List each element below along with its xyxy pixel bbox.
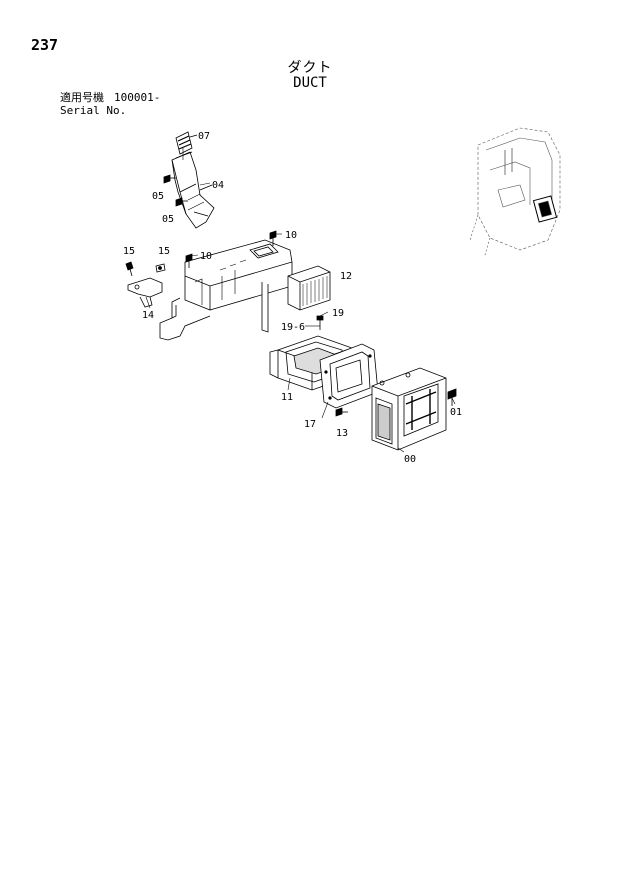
callout-04: 04 xyxy=(212,180,224,191)
callout-labels: 07 04 05 05 10 10 15 15 14 12 19 19-6 11… xyxy=(123,131,462,465)
serial-label-japanese: 適用号機 xyxy=(60,91,104,104)
part-01-bolt xyxy=(447,388,457,406)
page-title-english: DUCT xyxy=(293,75,327,91)
callout-15-left: 15 xyxy=(123,246,135,257)
page-title-japanese: ダクト xyxy=(287,60,333,76)
callout-05-upper: 05 xyxy=(152,191,164,202)
cab-locator-inset xyxy=(469,127,561,256)
callout-14: 14 xyxy=(142,310,154,321)
callout-19-6: 19-6 xyxy=(281,322,305,333)
callout-10-lower: 10 xyxy=(200,251,212,262)
callout-17: 17 xyxy=(304,419,316,430)
callout-11: 11 xyxy=(281,392,293,403)
callout-12: 12 xyxy=(340,271,352,282)
callout-13: 13 xyxy=(336,428,348,439)
callout-19: 19 xyxy=(332,308,344,319)
callout-07: 07 xyxy=(198,131,210,142)
part-05-bolts xyxy=(163,174,188,207)
callout-10-upper: 10 xyxy=(285,230,297,241)
bracket-frame-assembly xyxy=(159,239,293,341)
serial-value: 100001- xyxy=(114,91,161,104)
serial-number-block: 適用号機 100001- Serial No. xyxy=(60,91,170,117)
callout-01: 01 xyxy=(450,407,462,418)
callout-05-lower: 05 xyxy=(162,214,174,225)
callout-leaders xyxy=(145,148,456,453)
page-number: 237 xyxy=(31,36,59,54)
part-12-filter xyxy=(287,265,331,311)
callout-15-right: 15 xyxy=(158,246,170,257)
callout-00: 00 xyxy=(404,454,416,465)
part-00-cover xyxy=(371,367,447,451)
part-19-screw xyxy=(316,315,324,330)
part-14-bracket xyxy=(127,277,163,308)
part-17-gasket-frame xyxy=(319,343,379,409)
part-15-bolts xyxy=(125,261,166,277)
part-04-upper-duct xyxy=(171,151,215,229)
part-07-grille xyxy=(175,131,198,155)
serial-label-english: Serial No. xyxy=(60,104,127,117)
part-13-bolt xyxy=(335,407,348,417)
